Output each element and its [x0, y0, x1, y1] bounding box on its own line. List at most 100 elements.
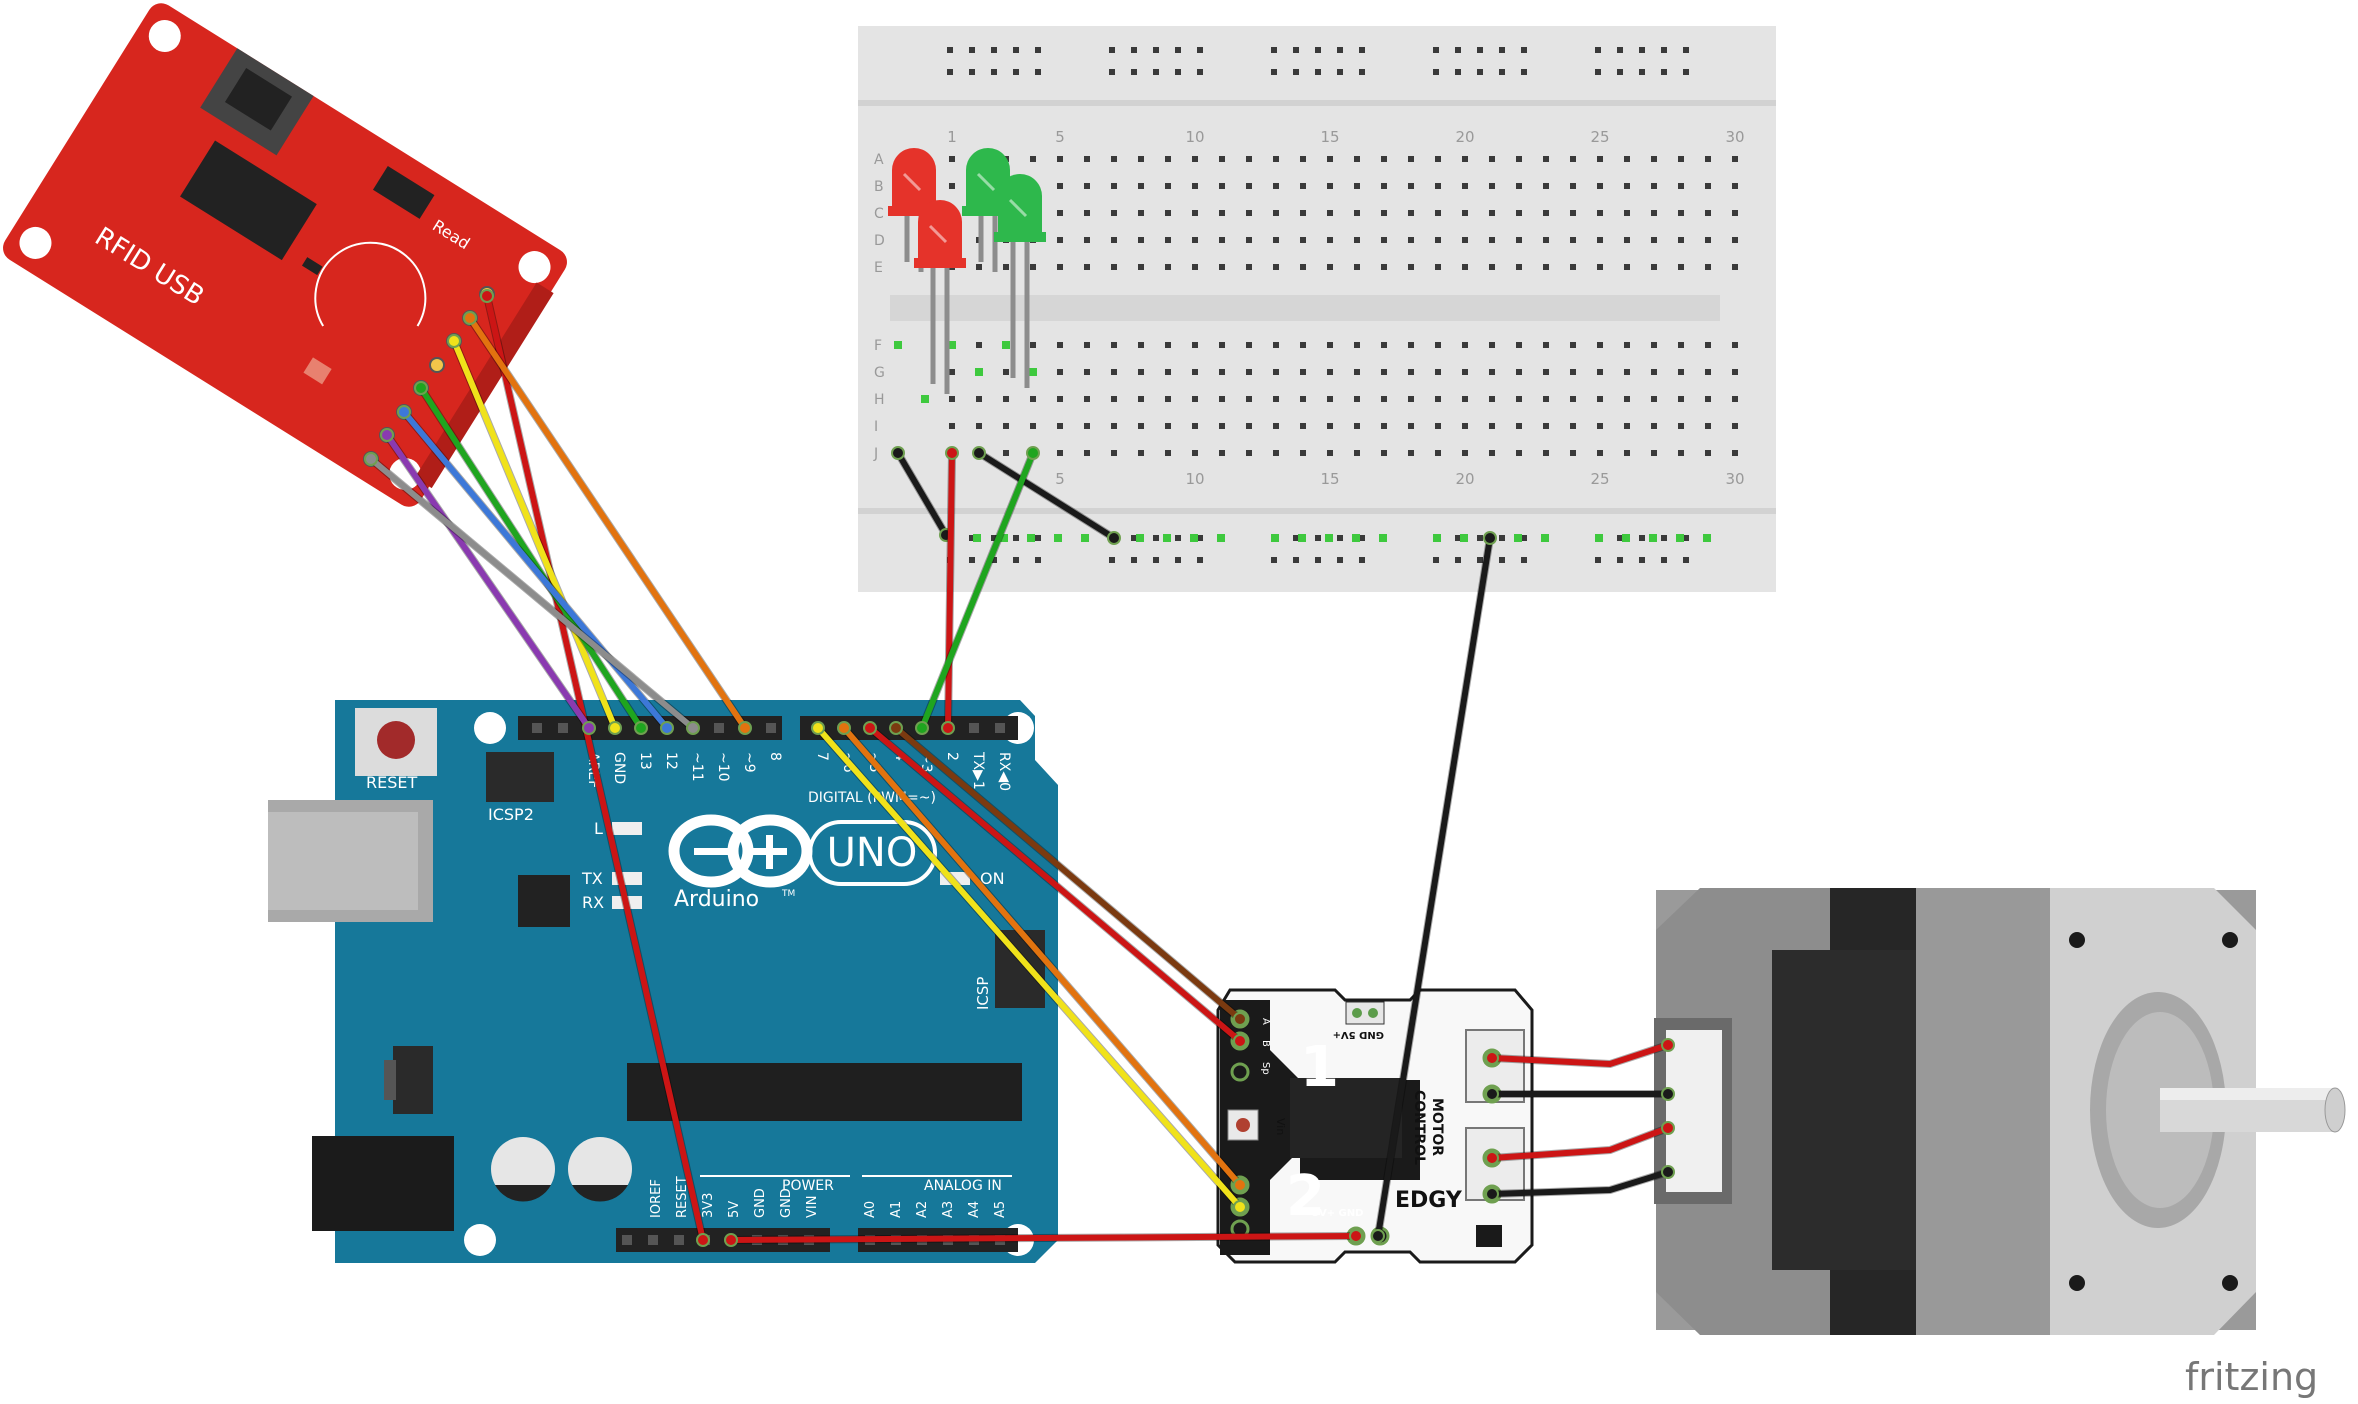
breadboard-hole	[1651, 210, 1657, 216]
bb-black-wire-end	[891, 446, 905, 460]
breadboard-hole	[1435, 369, 1441, 375]
gnd-5v-top-label: GND 5V+	[1333, 1029, 1384, 1040]
breadboard-hole	[1678, 210, 1684, 216]
breadboard-hole	[1381, 342, 1387, 348]
rail-hole	[1595, 69, 1601, 75]
breadboard-hole	[1354, 423, 1360, 429]
arduino-pin-label: A3	[941, 1201, 956, 1218]
arduino-board	[335, 700, 1058, 1263]
breadboard-hole	[1543, 450, 1549, 456]
rail-hole	[1661, 69, 1667, 75]
rail-hole-active	[1622, 534, 1630, 542]
rail-hole	[1499, 557, 1505, 563]
rail-hole	[1013, 535, 1019, 541]
rail-hole	[1131, 535, 1137, 541]
coil-red-wire-1-end	[1661, 1038, 1675, 1052]
breadboard-hole	[1435, 342, 1441, 348]
breadboard-hole	[1165, 264, 1171, 270]
rfid-orange-wire-end	[463, 311, 477, 325]
breadboard-hole	[1462, 450, 1468, 456]
breadboard-hole	[1084, 183, 1090, 189]
breadboard-hole	[1489, 450, 1495, 456]
breadboard-hole-active	[894, 341, 902, 349]
breadboard-hole	[1624, 342, 1630, 348]
breadboard-hole	[1570, 450, 1576, 456]
breadboard-hole	[1165, 210, 1171, 216]
rail-hole-active	[1595, 534, 1603, 542]
antenna-marking	[314, 241, 427, 327]
arduino-pin-label: RESET	[675, 1176, 690, 1218]
pin-sp-label: Sp	[1260, 1062, 1271, 1075]
breadboard-hole	[1489, 237, 1495, 243]
breadboard-hole	[1165, 396, 1171, 402]
breadboard-column-number: 1	[947, 128, 957, 146]
rail-hole-active	[1136, 534, 1144, 542]
arduino-pin-label: ~9	[741, 752, 757, 773]
breadboard-hole	[1219, 369, 1225, 375]
breadboard-hole	[1516, 423, 1522, 429]
motor-label: MOTOR	[1429, 1098, 1445, 1156]
rail-hole-active	[1217, 534, 1225, 542]
breadboard-hole	[1462, 237, 1468, 243]
breadboard-column-number: 25	[1590, 470, 1609, 488]
breadboard-hole	[1624, 423, 1630, 429]
breadboard-hole	[1246, 156, 1252, 162]
rail-hole	[991, 535, 997, 541]
coil-black-wire-1-end	[1661, 1087, 1675, 1101]
breadboard-hole	[1462, 210, 1468, 216]
breadboard-row-letter: I	[874, 419, 878, 435]
rail-hole	[1617, 557, 1623, 563]
arduino-pin-label: A1	[889, 1201, 904, 1218]
rail-hole	[1153, 535, 1159, 541]
reset-button-cap[interactable]	[377, 721, 415, 759]
breadboard-column-number: 10	[1185, 128, 1204, 146]
rail-hole	[1315, 47, 1321, 53]
breadboard-hole	[1300, 210, 1306, 216]
rail-hole	[1153, 557, 1159, 563]
breadboard-hole	[1030, 342, 1036, 348]
breadboard-hole	[1516, 342, 1522, 348]
rail-hole-active	[1514, 534, 1522, 542]
breadboard-hole	[1246, 183, 1252, 189]
breadboard-hole	[1435, 264, 1441, 270]
breadboard-hole	[1354, 264, 1360, 270]
rail-hole-active	[1379, 534, 1387, 542]
breadboard-row-letter: C	[874, 206, 884, 222]
breadboard-hole	[1408, 237, 1414, 243]
gnd-black-wire	[1375, 535, 1493, 1239]
breadboard-row-letter: A	[874, 152, 884, 168]
breadboard-hole	[1219, 450, 1225, 456]
led-dome	[892, 148, 936, 212]
breadboard-hole	[1111, 342, 1117, 348]
breadboard-hole	[1111, 183, 1117, 189]
breadboard-hole	[1678, 264, 1684, 270]
arduino-pin-label: 2	[944, 752, 960, 761]
breadboard-holes	[894, 47, 1738, 563]
coil-black-wire-2-end	[1485, 1187, 1499, 1201]
arduino-pin-label: 7	[814, 752, 830, 761]
breadboard-column-number: 30	[1725, 128, 1744, 146]
breadboard-hole	[1219, 210, 1225, 216]
arduino-model-label: UNO	[827, 830, 918, 876]
arduino-header-hole	[995, 723, 1005, 733]
rfid-orange-wire-end	[738, 721, 752, 735]
rfid-green-wire-end	[634, 721, 648, 735]
breadboard-hole	[1543, 369, 1549, 375]
breadboard-hole	[1030, 423, 1036, 429]
arduino-pin-label: 13	[637, 752, 653, 770]
rail-hole	[1271, 557, 1277, 563]
breadboard-hole	[1246, 423, 1252, 429]
atmega-chip	[627, 1063, 1022, 1121]
breadboard-column-number: 5	[1055, 470, 1065, 488]
rfid-blue-wire	[401, 409, 670, 731]
rail-hole	[1661, 47, 1667, 53]
breadboard-hole	[1435, 423, 1441, 429]
breadboard-hole	[1138, 183, 1144, 189]
led-rim	[888, 206, 940, 216]
bb-green-wire-end	[1026, 446, 1040, 460]
breadboard-hole	[1219, 237, 1225, 243]
rail-hole	[1477, 535, 1483, 541]
breadboard-hole	[1624, 369, 1630, 375]
breadboard-hole	[1732, 396, 1738, 402]
breadboard-hole	[1219, 342, 1225, 348]
